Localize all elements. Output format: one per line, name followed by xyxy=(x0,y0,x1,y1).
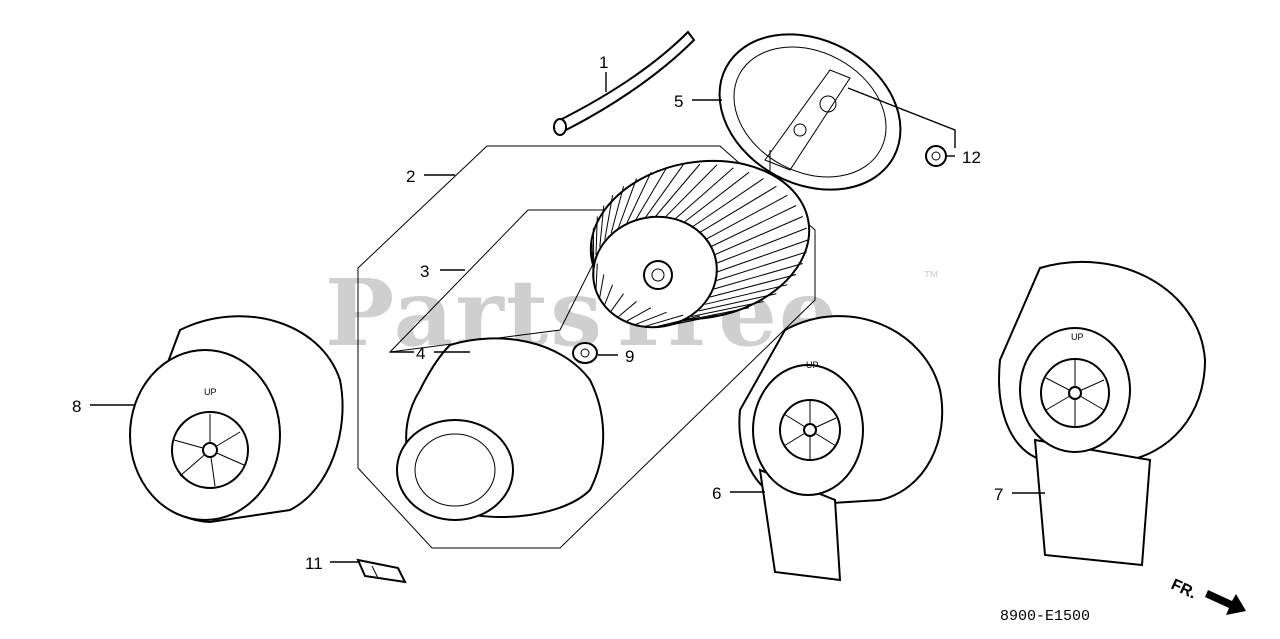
filter-pleat xyxy=(713,263,803,290)
filter-pleat xyxy=(709,205,797,248)
callout-6[interactable]: 6 xyxy=(712,484,721,503)
filter-pleat xyxy=(691,301,764,317)
filter-pleat xyxy=(610,293,625,312)
filter-pleat xyxy=(716,227,807,264)
sub-assembly-outline xyxy=(388,209,611,353)
filter-pleat xyxy=(654,315,701,328)
snorkel-cover-part[interactable]: UP xyxy=(738,315,944,582)
filter-pleat xyxy=(682,171,750,224)
front-direction-marker: FR. xyxy=(1168,576,1246,615)
filter-pleat xyxy=(664,164,718,219)
tube-part[interactable] xyxy=(553,30,696,136)
filter-pleat xyxy=(599,274,605,298)
filter-pleat xyxy=(595,263,598,290)
filter-pleat xyxy=(599,205,605,248)
direction-label: FR. xyxy=(1168,576,1199,602)
filter-pleat xyxy=(683,307,750,322)
flange-nut-part[interactable] xyxy=(925,145,947,167)
filter-pleat xyxy=(592,228,595,264)
trademark-symbol: ™ xyxy=(923,269,939,286)
cover-up-marking: UP xyxy=(204,387,217,397)
snorkel-cover-alt-up-marking: UP xyxy=(1071,332,1084,342)
callout-1[interactable]: 1 xyxy=(599,53,608,72)
filter-pleat xyxy=(645,314,684,327)
filter-pleat xyxy=(618,178,637,228)
filter-pleat xyxy=(691,178,764,228)
case-part[interactable] xyxy=(692,4,927,220)
callout-5[interactable]: 5 xyxy=(674,92,683,111)
filter-element-part[interactable] xyxy=(578,144,822,337)
filter-pleat xyxy=(604,284,614,305)
filter-pleat xyxy=(635,167,668,220)
callout-12[interactable]: 12 xyxy=(962,148,981,167)
cover-part[interactable]: UP xyxy=(129,315,344,524)
filter-pleat xyxy=(610,186,625,234)
clip-part[interactable] xyxy=(356,558,407,584)
callout-2[interactable]: 2 xyxy=(406,167,415,186)
filter-pleat xyxy=(635,311,667,325)
filter-pleat xyxy=(591,239,594,273)
filter-pleat xyxy=(604,195,614,240)
diagram-code: 8900-E1500 xyxy=(1000,608,1090,625)
direction-arrow-icon xyxy=(1205,590,1246,615)
filter-pleat xyxy=(716,251,807,282)
filter-pleat xyxy=(595,216,598,256)
filter-pleat xyxy=(644,164,684,218)
callout-4[interactable]: 4 xyxy=(416,344,425,363)
callout-11[interactable]: 11 xyxy=(305,554,323,573)
filter-pleat xyxy=(626,172,652,224)
filter-pleat xyxy=(704,194,788,241)
filter-pleat xyxy=(713,216,803,256)
callout-3[interactable]: 3 xyxy=(420,262,429,281)
filter-pleat xyxy=(673,167,734,221)
filter-pleat xyxy=(618,301,637,317)
filter-pleat xyxy=(716,239,809,273)
filter-pleat xyxy=(654,163,701,218)
callout-7[interactable]: 7 xyxy=(994,485,1003,504)
callout-9[interactable]: 9 xyxy=(625,347,634,366)
filter-pleat xyxy=(705,284,788,305)
snorkel-cover-alt-part[interactable]: UP xyxy=(998,260,1207,567)
filter-pleat xyxy=(664,314,718,327)
filter-pleat xyxy=(698,185,777,234)
callout-8[interactable]: 8 xyxy=(72,397,81,416)
filter-pleat xyxy=(710,274,797,298)
snorkel-cover-up-marking: UP xyxy=(806,360,819,370)
callout-labels: 1 2 3 4 5 6 7 8 9 11 12 xyxy=(72,53,1003,573)
filter-pleat xyxy=(698,293,777,312)
wing-nut-part[interactable] xyxy=(572,342,598,364)
foam-filter-part[interactable] xyxy=(396,337,605,521)
leader-lines xyxy=(90,72,1045,563)
filter-pleat xyxy=(626,307,652,322)
